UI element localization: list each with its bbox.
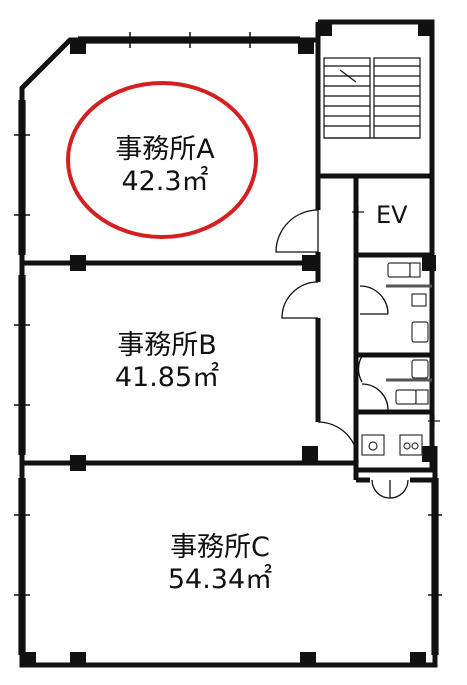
columns <box>22 22 436 665</box>
toilet-fixtures <box>361 262 429 456</box>
room-name: 事務所B <box>117 330 217 361</box>
room-area: 42.3㎡ <box>121 166 209 197</box>
room-label-a: 事務所A 42.3㎡ <box>95 134 235 198</box>
room-area: 41.85㎡ <box>114 362 220 393</box>
room-name: 事務所C <box>170 532 270 563</box>
tick-marks <box>352 206 440 427</box>
staircase <box>323 57 421 139</box>
highlight-circle <box>66 81 258 239</box>
window-lines <box>18 36 439 655</box>
toilet-partitions <box>386 284 432 382</box>
window-ticks <box>14 32 442 596</box>
elevator-label: EV <box>376 201 408 229</box>
room-label-c: 事務所C 54.34㎡ <box>150 532 290 596</box>
room-label-b: 事務所B 41.85㎡ <box>97 330 237 394</box>
doors <box>275 209 409 499</box>
interior-walls <box>22 22 438 483</box>
room-area: 54.34㎡ <box>167 564 273 595</box>
room-name: 事務所A <box>115 134 215 165</box>
